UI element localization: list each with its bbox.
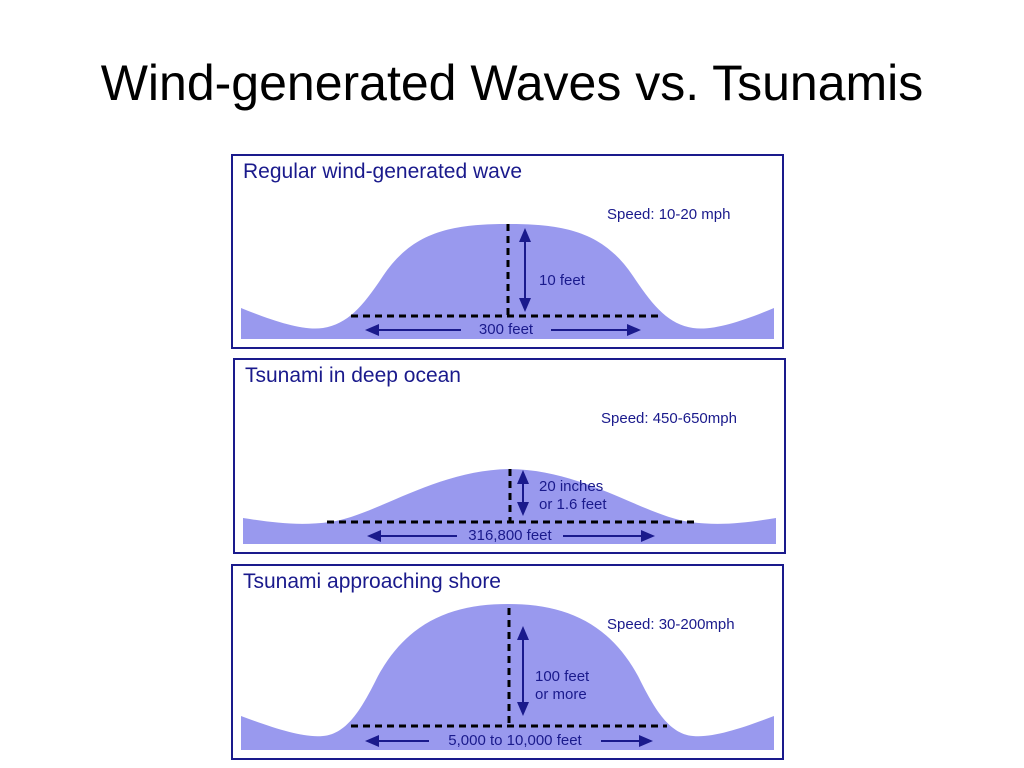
- panel-approaching-shore: Tsunami approaching shore Speed: 30-200m…: [231, 564, 784, 760]
- panel-title: Tsunami approaching shore: [243, 570, 501, 593]
- length-arrowhead-right: [639, 735, 653, 747]
- panel-wind-wave: Regular wind-generated wave Speed: 10-20…: [231, 154, 784, 349]
- shore-diagram: [241, 604, 774, 750]
- speed-label: Speed: 10-20 mph: [607, 206, 731, 223]
- panel-deep-ocean: Tsunami in deep ocean Speed: 450-650mph …: [233, 358, 786, 554]
- height-label: 10 feet: [539, 272, 585, 290]
- speed-label: Speed: 450-650mph: [601, 410, 737, 427]
- height-arrow-down: [517, 702, 529, 716]
- panel-title: Regular wind-generated wave: [243, 160, 522, 183]
- height-label-line1: 10 feet: [539, 272, 585, 289]
- length-label: 5,000 to 10,000 feet: [448, 732, 582, 749]
- height-arrow-down: [519, 298, 531, 312]
- length-label: 300 feet: [478, 321, 534, 338]
- height-label: 100 feet or more: [535, 668, 589, 704]
- wave-shape: [241, 604, 774, 750]
- speed-label: Speed: 30-200mph: [607, 616, 735, 633]
- panel-title: Tsunami in deep ocean: [245, 364, 461, 387]
- wind-wave-diagram: [241, 224, 774, 339]
- deep-ocean-diagram: [243, 469, 776, 544]
- length-arrowhead-right: [641, 530, 655, 542]
- height-arrow-down: [517, 502, 529, 516]
- height-arrow-up: [519, 228, 531, 242]
- height-label-line1: 20 inches: [539, 478, 604, 495]
- slide-title: Wind-generated Waves vs. Tsunamis: [100, 55, 924, 111]
- height-label-line1: 100 feet: [535, 668, 590, 685]
- length-label: 316,800 feet: [468, 527, 552, 544]
- height-label-line2: or 1.6 feet: [539, 496, 607, 513]
- length-arrowhead-left: [365, 324, 379, 336]
- height-arrow-up: [517, 470, 529, 484]
- length-arrowhead-left: [365, 735, 379, 747]
- wave-shape: [241, 224, 774, 339]
- height-arrow-up: [517, 626, 529, 640]
- height-label: 20 inches or 1.6 feet: [539, 478, 607, 514]
- height-label-line2: or more: [535, 686, 587, 703]
- length-arrowhead-right: [627, 324, 641, 336]
- length-arrowhead-left: [367, 530, 381, 542]
